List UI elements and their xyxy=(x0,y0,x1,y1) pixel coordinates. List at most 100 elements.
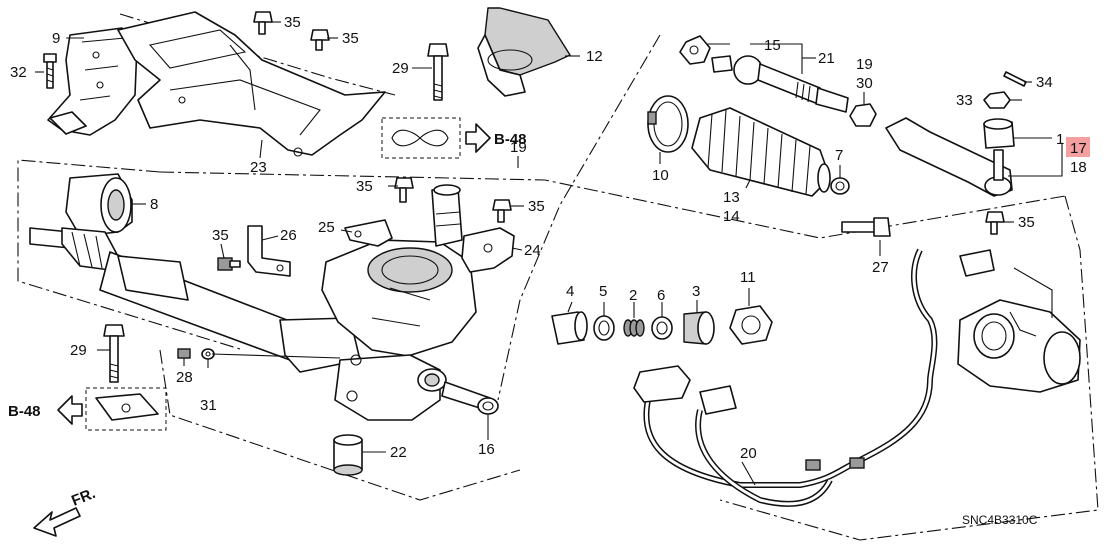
seal-part-3 xyxy=(683,311,715,345)
label-25: 25 xyxy=(318,219,335,236)
label-1: 1 xyxy=(1056,131,1064,148)
bolt-35-right-center xyxy=(492,199,512,223)
bolt-35-top xyxy=(253,11,273,35)
diagram-code: SNC4B3310C xyxy=(962,513,1038,527)
boot-cover-part-12 xyxy=(477,7,571,97)
clip-part-16 xyxy=(477,397,499,415)
undercover-part-23 xyxy=(117,11,386,157)
label-4: 4 xyxy=(566,283,574,300)
ref-arrow-upper xyxy=(465,123,491,153)
leader-lines xyxy=(35,21,1063,486)
label-35e: 35 xyxy=(212,227,229,244)
cotter-pin-34 xyxy=(1003,71,1027,87)
clip-part-7 xyxy=(830,177,850,195)
ref-box-lower xyxy=(85,387,167,431)
label-23: 23 xyxy=(250,159,267,176)
label-31: 31 xyxy=(200,397,217,414)
label-33: 33 xyxy=(956,92,973,109)
front-arrow-icon xyxy=(33,507,81,537)
label-2: 2 xyxy=(629,287,637,304)
bolt-35-left xyxy=(217,257,241,271)
label-35b: 35 xyxy=(342,30,359,47)
washer-part-15 xyxy=(679,35,711,65)
label-21: 21 xyxy=(818,50,835,67)
grommet-part-22 xyxy=(333,434,363,476)
label-5: 5 xyxy=(599,283,607,300)
bolt-35-center xyxy=(394,177,414,203)
label-35c: 35 xyxy=(356,178,373,195)
steering-rack-assembly xyxy=(29,184,491,421)
bolt-35-top-right xyxy=(310,29,330,51)
bolt-28 xyxy=(177,348,191,359)
label-10: 10 xyxy=(652,167,669,184)
ref-arrow-lower xyxy=(57,395,83,425)
label-34: 34 xyxy=(1036,74,1053,91)
label-35a: 35 xyxy=(284,14,301,31)
bolt-part-27 xyxy=(841,217,891,237)
spring-part-2 xyxy=(623,319,645,337)
boundary-left-lower xyxy=(159,349,521,501)
label-15: 15 xyxy=(764,37,781,54)
castle-nut-part-1 xyxy=(983,118,1015,149)
highlight-17 xyxy=(1066,137,1090,157)
bolt-29-lower xyxy=(103,324,125,383)
boundary-right-frame xyxy=(719,195,1099,541)
label-26: 26 xyxy=(280,227,297,244)
label-24: 24 xyxy=(524,242,541,259)
label-19b: 19 xyxy=(856,56,873,73)
bracket-part-9 xyxy=(47,27,138,136)
bracket-part-24 xyxy=(461,227,515,273)
label-30: 30 xyxy=(856,75,873,92)
label-8: 8 xyxy=(150,196,158,213)
ref-shape-lower xyxy=(95,393,159,421)
bracket-part-26 xyxy=(247,225,291,277)
label-18: 18 xyxy=(1070,159,1087,176)
tie-rod-part-21 xyxy=(711,55,849,113)
clamp-part-10 xyxy=(647,95,689,153)
ref-upper-text: B-48 xyxy=(494,131,527,148)
boot-part-13 xyxy=(691,107,831,197)
ref-shape-upper xyxy=(391,129,449,147)
label-35f: 35 xyxy=(1018,214,1035,231)
ref-lower-text: B-48 xyxy=(8,403,41,420)
tie-rod-end-part-17 xyxy=(885,117,1013,197)
label-27: 27 xyxy=(872,259,889,276)
label-6: 6 xyxy=(657,287,665,304)
ref-shape-hole xyxy=(121,403,131,413)
wire-harness-part-20 xyxy=(633,248,995,507)
label-13: 13 xyxy=(723,189,740,206)
label-9: 9 xyxy=(52,30,60,47)
label-32: 32 xyxy=(10,64,27,81)
label-29a: 29 xyxy=(392,60,409,77)
bushing-part-8 xyxy=(65,173,133,237)
label-29b: 29 xyxy=(70,342,87,359)
bolt-35-right xyxy=(985,211,1005,235)
nut-part-33 xyxy=(983,91,1011,109)
boundary-top-band xyxy=(159,171,1066,239)
boundary-top-arc xyxy=(119,13,396,96)
nut-part-30 xyxy=(849,103,877,127)
boundary-left-frame xyxy=(17,159,241,350)
ref-box-upper xyxy=(381,117,461,159)
label-12: 12 xyxy=(586,48,603,65)
label-22: 22 xyxy=(390,444,407,461)
locknut-part-11 xyxy=(729,305,773,345)
front-marker-text: FR. xyxy=(69,485,98,510)
label-7: 7 xyxy=(835,147,843,164)
bolt-29-upper xyxy=(427,43,449,101)
ring-part-5 xyxy=(593,315,615,341)
boundary-right-diagonal xyxy=(497,34,661,401)
label-28: 28 xyxy=(176,369,193,386)
bracket-part-25 xyxy=(344,219,393,247)
label-17: 17 xyxy=(1070,140,1087,157)
label-19: 19 xyxy=(510,139,527,156)
motor-assembly xyxy=(957,299,1081,393)
label-3: 3 xyxy=(692,283,700,300)
label-20: 20 xyxy=(740,445,757,462)
label-11: 11 xyxy=(740,269,756,286)
label-35d: 35 xyxy=(528,198,545,215)
bolt-32 xyxy=(43,53,57,89)
label-16: 16 xyxy=(478,441,495,458)
ring-part-6 xyxy=(651,316,673,340)
